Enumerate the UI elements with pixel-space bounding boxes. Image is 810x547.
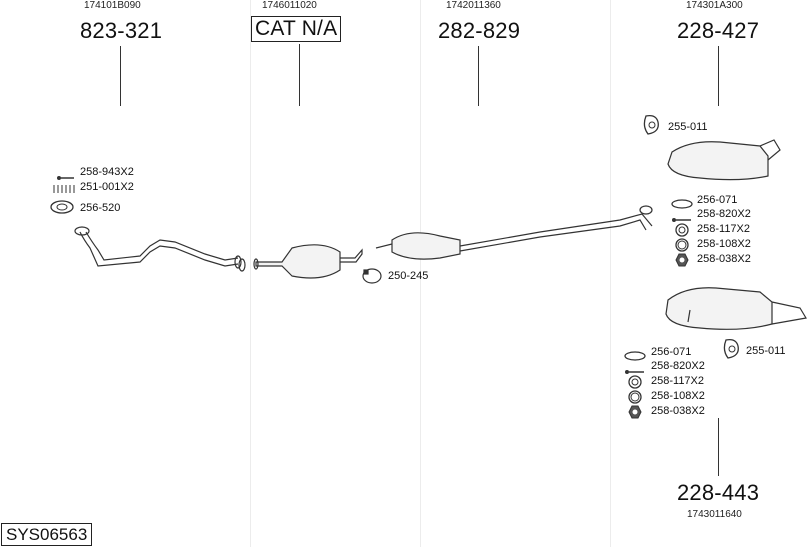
rear-muffler-lower xyxy=(665,287,773,330)
part-number: 228-443 xyxy=(677,480,760,505)
oem-number: 174301A300 xyxy=(686,0,743,11)
bolt-icon xyxy=(671,211,693,229)
rear-muffler-upper xyxy=(667,141,769,181)
bolt-icon xyxy=(624,363,646,381)
leader-line xyxy=(299,44,300,106)
part-label: 258-108X2 xyxy=(697,238,751,250)
leader-line xyxy=(478,46,479,106)
leader-line xyxy=(718,46,719,106)
gasket-icon xyxy=(50,200,74,219)
part-label: 255-011 xyxy=(746,345,786,357)
middle-muffler xyxy=(391,232,461,260)
oem-number: 174101B090 xyxy=(84,0,141,11)
part-number: 282-829 xyxy=(438,18,521,43)
part-label: 255-011 xyxy=(668,121,708,133)
gasket-icon xyxy=(671,196,693,214)
hanger-icon xyxy=(642,114,662,141)
clamp-250-245 xyxy=(362,268,382,284)
column-separator xyxy=(420,0,421,547)
oem-number: 1743011640 xyxy=(687,509,742,520)
part-label: 258-943X2 xyxy=(80,166,134,178)
column-separator xyxy=(250,0,251,547)
part-label: 256-520 xyxy=(80,202,121,214)
part-number: 823-321 xyxy=(80,18,163,43)
spring-icon xyxy=(52,181,76,199)
leader-line xyxy=(120,46,121,106)
part-label: 256-071 xyxy=(651,346,692,358)
washer-icon xyxy=(675,223,689,242)
part-label: 250-245 xyxy=(388,270,429,282)
part-label: 258-117X2 xyxy=(651,375,705,387)
part-number: 228-427 xyxy=(677,18,760,43)
part-label: 258-820X2 xyxy=(697,208,751,220)
flange xyxy=(238,258,246,272)
center-pipe xyxy=(375,243,393,249)
nut-icon xyxy=(628,405,642,424)
front-pipe xyxy=(79,231,239,267)
hanger-icon xyxy=(722,338,742,365)
bolt-icon xyxy=(56,169,76,187)
part-label: 258-108X2 xyxy=(651,390,705,402)
catalyst-converter xyxy=(255,244,341,279)
part-label: 258-820X2 xyxy=(651,360,705,372)
part-label: 258-117X2 xyxy=(697,223,751,235)
nut-icon xyxy=(675,253,689,272)
column-separator xyxy=(610,0,611,547)
oem-number: 1746011020 xyxy=(262,0,317,11)
gasket-icon xyxy=(624,348,646,366)
part-label: 258-038X2 xyxy=(651,405,705,417)
oem-number: 1742011360 xyxy=(446,0,501,11)
part-label: 256-071 xyxy=(697,194,738,206)
system-code: SYS06563 xyxy=(1,523,93,546)
leader-line xyxy=(718,418,719,476)
part-label: 251-001X2 xyxy=(80,181,134,193)
washer-icon xyxy=(628,390,642,409)
washer-icon xyxy=(675,238,689,257)
part-number: CAT N/A xyxy=(251,16,342,42)
part-label: 258-038X2 xyxy=(697,253,751,265)
washer-icon xyxy=(628,375,642,394)
